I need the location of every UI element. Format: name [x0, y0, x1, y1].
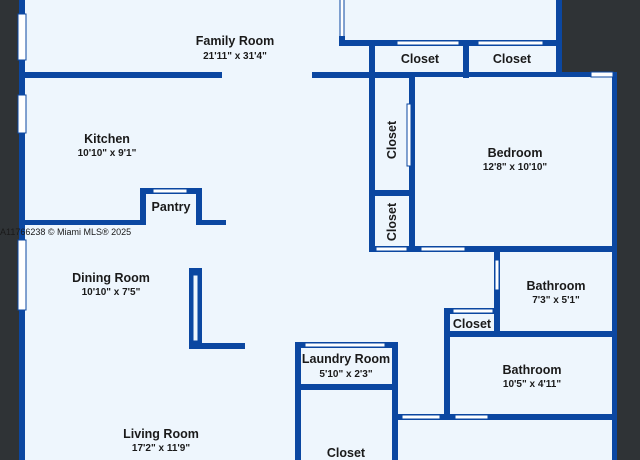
watermark: A11766238 © Miami MLS® 2025 [0, 227, 131, 237]
window-left-dining [17, 239, 27, 311]
wall-family-kitchen-right [312, 72, 412, 78]
label-closet-top-right: Closet [493, 52, 532, 66]
door-top-closet-left [396, 40, 460, 46]
door-pantry [152, 188, 188, 194]
label-laundry-room: Laundry Room [302, 352, 390, 366]
wall-kitchen-dining-left [22, 220, 140, 225]
label-kitchen: Kitchen [84, 132, 130, 146]
label-dining-room: Dining Room [72, 271, 150, 285]
wall-bathroom2-bottom [396, 414, 617, 420]
label-bedroom: Bedroom [488, 146, 543, 160]
window-left-kitchen [17, 94, 27, 134]
label-bathroom-1: Bathroom [526, 279, 585, 293]
dim-bathroom-2: 10'5" x 4'11" [503, 379, 561, 390]
window-left-upper [17, 13, 27, 61]
dim-living-room: 17'2" x 11'9" [132, 443, 190, 454]
wall-pantry-left [140, 188, 146, 225]
wall-kitchen-dining-right [196, 220, 226, 225]
label-family-room: Family Room [196, 34, 275, 48]
dim-bathroom-1: 7'3" x 5'1" [532, 295, 580, 306]
wall-family-kitchen-left [22, 72, 222, 78]
door-bottom-closet-right [401, 414, 441, 420]
wall-closets-divider [369, 190, 415, 196]
label-bathroom-2: Bathroom [502, 363, 561, 377]
dim-kitchen: 10'10" x 9'1" [78, 148, 137, 159]
door-closet-vertical-upper [406, 103, 412, 167]
door-bathroom1 [494, 259, 500, 291]
wall-dining-living [189, 343, 245, 349]
wall-bathroom1-bottom [446, 331, 617, 337]
wall-top-closet-bottom [369, 72, 562, 77]
door-small-closet [452, 308, 494, 314]
wall-small-closet-left [444, 308, 450, 420]
upper-right-exterior [562, 0, 640, 74]
label-closet-small: Closet [453, 317, 492, 331]
door-top-closet-right [477, 40, 544, 46]
wall-top-closet-b [463, 40, 469, 78]
label-closet-vertical-upper: Closet [385, 120, 399, 159]
door-laundry [304, 342, 386, 348]
door-bedroom [420, 246, 466, 252]
wall-top-closet-a [369, 40, 375, 78]
window-top-family [339, 0, 345, 39]
wall-laundry-bottom [295, 384, 398, 390]
wall-outer-right [612, 72, 617, 460]
label-closet-bottom: Closet [327, 446, 366, 460]
dim-laundry-room: 5'10" x 2'3" [319, 369, 372, 380]
wall-bathroom1-left [494, 250, 500, 336]
label-pantry: Pantry [152, 200, 191, 214]
wall-outer-left [19, 0, 25, 460]
wall-dining-partial-inner [192, 274, 199, 342]
door-bathroom2 [454, 414, 489, 420]
dim-bedroom: 12'8" x 10'10" [483, 162, 548, 173]
dim-dining-room: 10'10" x 7'5" [82, 287, 141, 298]
wall-closets-right [409, 72, 415, 252]
label-living-room: Living Room [123, 427, 199, 441]
wall-laundry-left [295, 342, 301, 460]
wall-bedroom-bottom [409, 246, 617, 252]
door-closet-vertical-lower [375, 246, 408, 252]
dim-family-room: 21'11" x 31'4" [203, 51, 267, 62]
wall-closets-left [369, 72, 375, 252]
wall-pantry-right [196, 188, 202, 225]
label-closet-top-left: Closet [401, 52, 440, 66]
window-right-bedroom [590, 71, 614, 78]
label-closet-vertical-lower: Closet [385, 202, 399, 241]
wall-top-right-corner [556, 0, 562, 77]
wall-top-right-ledge [556, 72, 617, 77]
wall-laundry-right [392, 342, 398, 460]
